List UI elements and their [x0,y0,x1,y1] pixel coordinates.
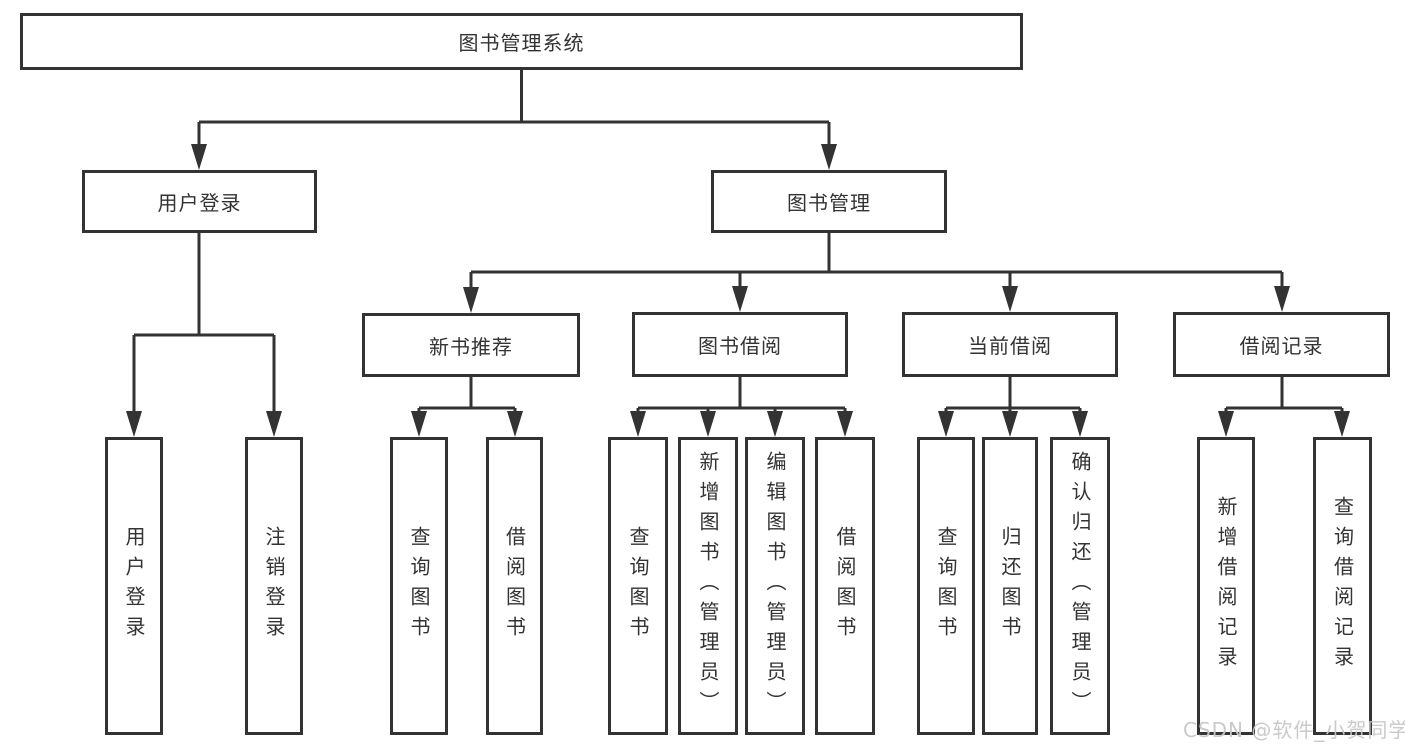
node-bb-query-books: 查询图书 [608,437,668,735]
node-label: 借阅图书 [502,526,527,646]
node-label: 借阅图书 [833,526,857,646]
node-leaf-logout-login: 注销登录 [245,437,303,735]
node-label: 查询图书 [407,526,431,646]
node-label: 编辑图书（管理员） [763,451,787,721]
node-cb-return-books: 归还图书 [982,437,1038,735]
node-label: 查询借阅记录 [1330,496,1355,676]
node-nbr-query-books: 查询图书 [390,437,448,735]
node-label: 用户登录 [157,191,242,215]
connector-book-borrow-children [630,377,853,437]
node-leaf-user-login: 用户登录 [105,437,163,735]
node-label: 借阅记录 [1239,334,1324,358]
connector-root-to-level2 [191,70,837,170]
node-label: 注销登录 [262,526,286,646]
node-br-add-borrow-record: 新增借阅记录 [1197,437,1255,735]
node-label: 查询图书 [626,526,650,646]
node-label: 确认归还（管理员） [1068,451,1092,721]
watermark-text: CSDN @软件_小贺同学 [1183,718,1405,742]
node-label: 查询图书 [934,526,958,646]
connector-current-borrow-children [938,377,1088,437]
connector-borrow-record-children [1218,377,1350,437]
node-user-login: 用户登录 [82,170,317,233]
node-current-borrowing: 当前借阅 [902,312,1118,377]
node-book-borrowing: 图书借阅 [632,312,848,377]
node-label: 用户登录 [122,526,146,646]
node-bb-borrow-books: 借阅图书 [815,437,875,735]
node-label: 图书借阅 [698,334,782,358]
connector-new-book-rec-children [411,377,523,437]
node-nbr-borrow-books: 借阅图书 [486,437,543,735]
connector-user-login-children [126,233,282,437]
node-cb-confirm-return-admin: 确认归还（管理员） [1050,437,1110,735]
node-bb-add-books-admin: 新增图书（管理员） [678,437,738,735]
node-cb-query-books: 查询图书 [917,437,975,735]
node-label: 图书管理系统 [458,31,585,55]
node-book-management: 图书管理 [711,170,947,233]
node-library-system: 图书管理系统 [20,13,1023,70]
node-label: 新增借阅记录 [1214,496,1238,676]
node-bb-edit-books-admin: 编辑图书（管理员） [745,437,805,735]
connector-book-mgmt-children [463,233,1290,313]
node-borrow-records: 借阅记录 [1173,312,1390,377]
node-label: 图书管理 [787,191,871,215]
node-label: 新增图书（管理员） [696,451,720,721]
node-label: 归还图书 [998,526,1022,646]
node-label: 新书推荐 [429,334,513,359]
node-br-query-borrow-record: 查询借阅记录 [1313,437,1372,735]
node-new-book-recommend: 新书推荐 [362,313,580,377]
node-label: 当前借阅 [968,334,1052,358]
